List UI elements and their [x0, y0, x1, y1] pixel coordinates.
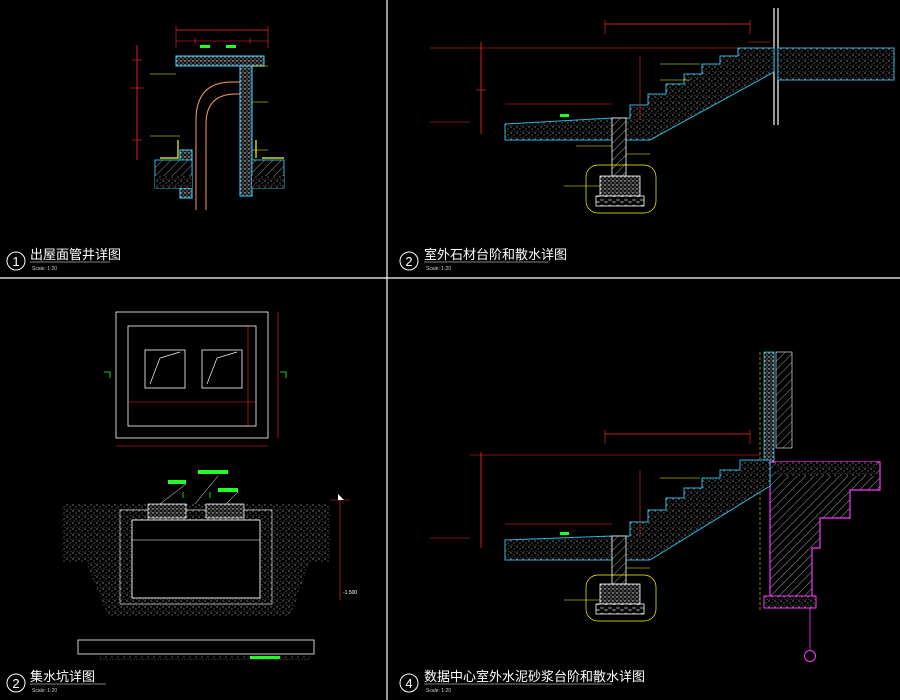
panel-title-3: 2 集水坑详图 Scale: 1:20 [6, 669, 106, 694]
panel-title-text-3: 集水坑详图 [30, 669, 95, 684]
panel-number-1: 1 [12, 254, 19, 269]
panel-title-1: 1 出屋面管井详图 Scale: 1:20 [6, 247, 121, 272]
panel-title-text-4: 数据中心室外水泥砂浆台阶和散水详图 [424, 669, 645, 684]
detail-cement-steps [430, 351, 881, 662]
panel-number-3: 2 [12, 676, 19, 691]
panel-scale-1: Scale: 1:20 [32, 266, 57, 272]
sump-depth-label: -1.500 [343, 590, 357, 596]
panel-scale-4: Scale: 1:20 [426, 688, 451, 694]
panel-title-2: 2 室外石材台阶和散水详图 Scale: 1:20 [399, 247, 567, 272]
panel-scale-2: Scale: 1:20 [426, 266, 451, 272]
panel-title-text-2: 室外石材台阶和散水详图 [424, 247, 567, 262]
panel-scale-3: Scale: 1:20 [32, 688, 57, 694]
panel-title-text-1: 出屋面管井详图 [30, 247, 121, 262]
detail-stone-steps [430, 8, 895, 214]
panel-number-2: 2 [405, 254, 412, 269]
detail-roof-pipe-shaft [130, 26, 285, 210]
panel-number-4: 4 [405, 676, 412, 691]
detail-sump-pit: -1.500 [62, 311, 357, 660]
panel-title-4: 4 数据中心室外水泥砂浆台阶和散水详图 Scale: 1:20 [399, 669, 645, 694]
